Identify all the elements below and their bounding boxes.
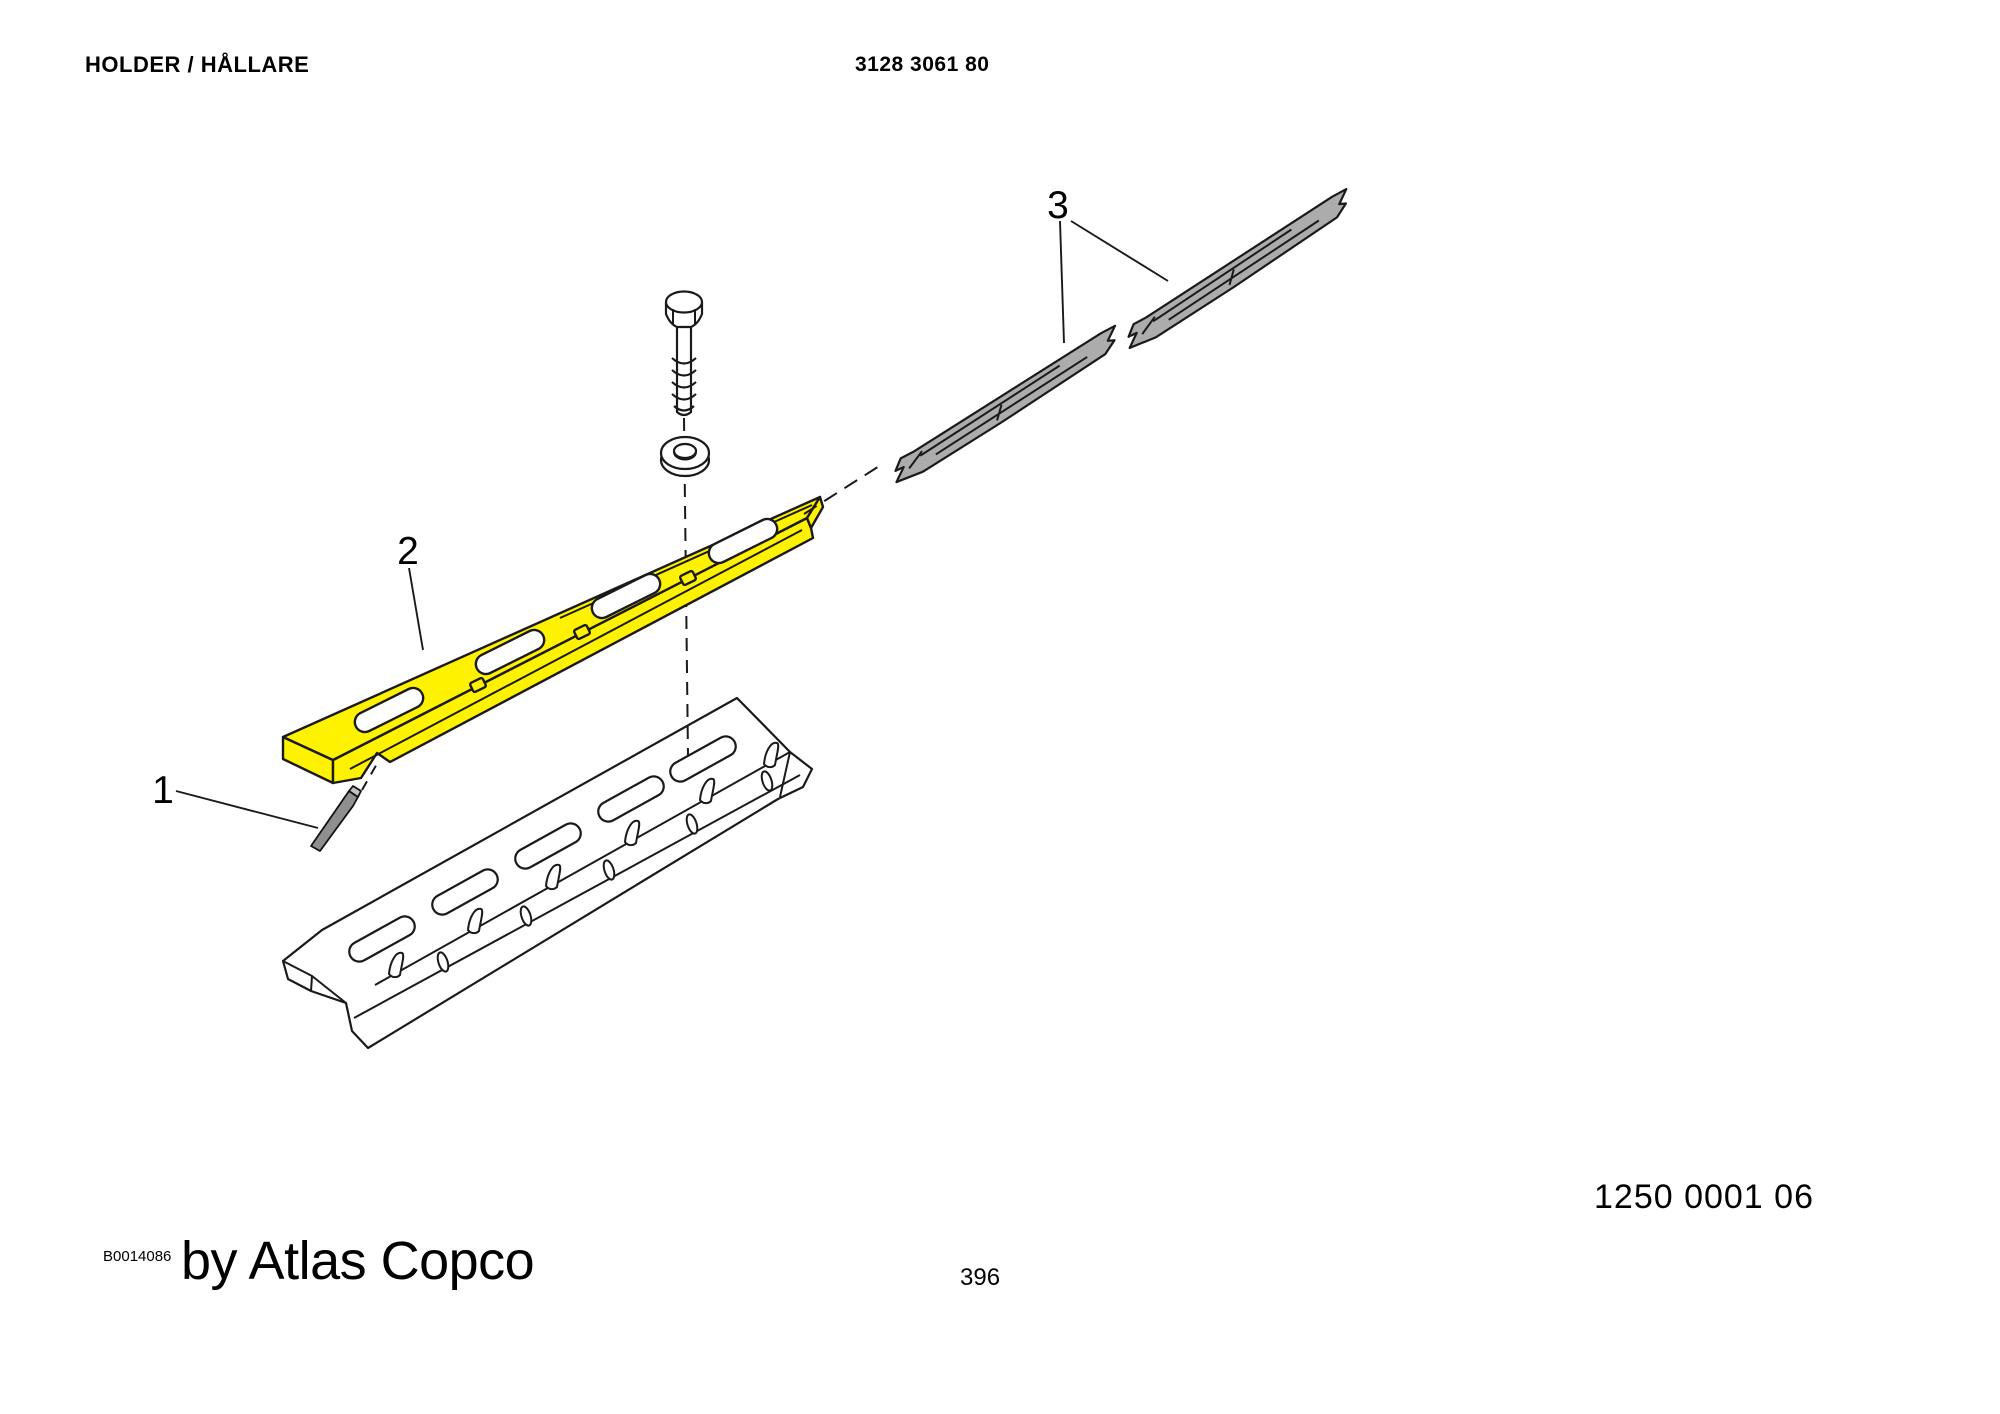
bolt-threads xyxy=(671,357,697,412)
bolt-part xyxy=(664,290,704,417)
holder-tab xyxy=(468,676,488,694)
insert-body xyxy=(310,790,359,852)
base-rail-hook-tabs xyxy=(388,741,780,979)
page-title: HOLDER / HÅLLARE xyxy=(85,52,310,77)
base-rail-left-end-step xyxy=(282,960,347,1004)
base-rail-band-fold xyxy=(353,774,801,1019)
insert-part xyxy=(310,785,362,852)
holder-to-strip-dashed-line xyxy=(803,462,885,515)
holder-right-tip-face xyxy=(805,495,825,530)
washer-part xyxy=(659,435,711,478)
holder-slots xyxy=(353,517,779,734)
wear-strip-lower xyxy=(894,324,1117,484)
callout-2-label: 2 xyxy=(397,530,419,573)
document-number: 1250 0001 06 xyxy=(1594,1178,1814,1216)
wear-strips xyxy=(894,187,1348,484)
page-number: 396 xyxy=(960,1264,1001,1291)
callout-1-label: 1 xyxy=(152,769,174,812)
callout-2-leader xyxy=(408,567,424,651)
part-number: 3128 3061 80 xyxy=(855,53,990,76)
callout-leaders xyxy=(175,220,1169,829)
holder-insert-seam xyxy=(349,529,803,770)
bolt-shank xyxy=(675,322,693,417)
callout-3-label: 3 xyxy=(1047,184,1069,227)
insert-bevel xyxy=(348,785,362,798)
callout-3-leader-a xyxy=(1059,220,1065,344)
base-rail-part xyxy=(281,696,814,1050)
holder-tab xyxy=(678,569,698,587)
holder-part-highlighted xyxy=(281,495,825,785)
figure-reference: B0014086 xyxy=(103,1248,172,1265)
base-rail-top-front-edge xyxy=(374,751,791,986)
base-rail-slots xyxy=(348,735,737,963)
base-rail-teardrop-holes xyxy=(436,770,774,973)
base-rail-right-end-fold xyxy=(779,751,791,798)
wear-strip-upper xyxy=(1127,187,1348,350)
brand-tagline: by Atlas Copco xyxy=(181,1231,535,1291)
holder-tab xyxy=(572,623,592,641)
callout-1-leader xyxy=(175,790,319,829)
bolt-head-facets xyxy=(672,309,696,325)
insert-dashed-line xyxy=(361,761,379,791)
bolt-head-top xyxy=(664,290,704,314)
callout-3-leader-b xyxy=(1070,220,1169,282)
